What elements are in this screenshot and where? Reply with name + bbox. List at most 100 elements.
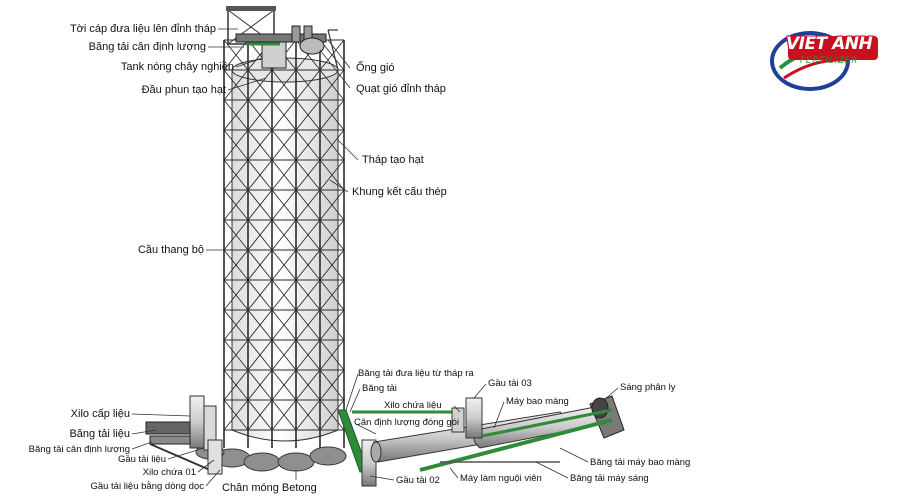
label-stairway: Cầu thang bộ (137, 244, 204, 256)
frame-member (247, 279, 273, 311)
frame-member (247, 129, 273, 161)
frame-member (223, 69, 249, 101)
frame-member (319, 339, 345, 371)
frame-member (295, 219, 321, 251)
frame-member (271, 279, 297, 311)
label-concrete-footing: Chân móng Betong (222, 482, 317, 494)
frame-member (223, 189, 249, 221)
frame-member (295, 129, 321, 161)
label-conveyor: Băng tải (362, 383, 397, 394)
frame-member (271, 129, 297, 161)
top-fan (299, 37, 325, 55)
frame-member (295, 399, 321, 431)
frame-member (271, 69, 297, 101)
logo-tagline: FERTILIZER (800, 56, 859, 66)
label-melt-tank: Tank nóng chảy nghiền (120, 61, 234, 73)
frame-member (271, 309, 297, 341)
label-coating-conveyor: Băng tải máy bao màng (590, 457, 691, 468)
frame-member (295, 279, 321, 311)
label-vertical-bucket-elevator: Gầu tải liệu bằng dòng dọc (90, 481, 204, 492)
frame-member (223, 159, 249, 191)
label-coating-machine: Máy bao màng (506, 396, 569, 407)
viet-anh-logo: VIET ANH FERTILIZER (766, 28, 882, 94)
label-hoist: Tời cáp đưa liệu lên đỉnh tháp (69, 23, 216, 35)
label-steel-frame: Khung kết cấu thép (352, 186, 447, 198)
label-feed-silo: Xilo cấp liệu (70, 408, 130, 420)
frame-member (223, 39, 249, 71)
frame-member (319, 369, 345, 401)
frame-member (295, 99, 321, 131)
frame-member (271, 399, 297, 431)
frame-member (223, 219, 249, 251)
frame-member (319, 279, 345, 311)
frame-member (247, 309, 273, 341)
feed-silo (189, 395, 205, 449)
frame-member (319, 309, 345, 341)
frame-member (271, 219, 297, 251)
frame-member (295, 159, 321, 191)
tower-top-equipment (226, 6, 339, 71)
label-bucket-elevator: Gầu tải liệu (117, 454, 166, 465)
frame-member (223, 309, 249, 341)
frame-member (271, 369, 297, 401)
frame-member (295, 309, 321, 341)
frame-member (223, 129, 249, 161)
label-granulation-tower: Tháp tạo hạt (362, 154, 424, 166)
label-cooling-machine: Máy làm nguội viên (460, 473, 542, 484)
frame-member (247, 249, 273, 281)
frame-member (271, 339, 297, 371)
label-packing-scale: Cân định lượng đóng gói (354, 417, 460, 428)
frame-member (319, 249, 345, 281)
frame-member (319, 399, 345, 431)
label-material-conveyor: Băng tải liệu (69, 428, 130, 440)
bucket-elevator-03 (465, 397, 483, 439)
frame-member (319, 129, 345, 161)
frame-member (271, 249, 297, 281)
frame-member (223, 339, 249, 371)
frame-member (319, 219, 345, 251)
frame-member (295, 339, 321, 371)
frame-member (319, 159, 345, 191)
label-weigh-conveyor-top: Băng tải cân định lượng (88, 41, 206, 53)
label-bucket-elevator-03: Gầu tải 03 (488, 378, 532, 389)
frame-member (271, 99, 297, 131)
label-air-duct: Ống gió (356, 62, 395, 74)
frame-member (223, 99, 249, 131)
frame-member (247, 219, 273, 251)
label-weigh-conveyor-bottom: Băng tải cân định lượng (28, 444, 130, 455)
frame-member (247, 369, 273, 401)
frame-member (247, 99, 273, 131)
storage-silo (451, 407, 465, 433)
label-top-fan: Quạt gió đỉnh tháp (356, 83, 446, 95)
frame-member (295, 249, 321, 281)
frame-member (319, 39, 345, 71)
logo-name: VIET ANH (786, 34, 873, 54)
frame-member (319, 189, 345, 221)
logo-emblem-icon (770, 31, 878, 91)
frame-member (247, 69, 273, 101)
label-screen-conveyor: Băng tải máy sáng (570, 473, 649, 484)
frame-member (295, 189, 321, 221)
frame-member (247, 159, 273, 191)
frame-member (295, 369, 321, 401)
frame-member (271, 189, 297, 221)
left-feed-equipment (145, 395, 223, 475)
frame-member (247, 339, 273, 371)
label-spray-head: Đầu phun tạo hạt (141, 84, 226, 96)
frame-member (223, 249, 249, 281)
coating-and-screening (419, 395, 625, 472)
frame-member (271, 159, 297, 191)
label-outlet-conveyor: Băng tải đưa liệu từ tháp ra (358, 368, 474, 379)
leader-lines (131, 28, 619, 487)
label-silo-01: Xilo chứa 01 (142, 467, 196, 478)
label-bucket-elevator-02: Gầu tải 02 (396, 475, 440, 486)
frame-member (223, 279, 249, 311)
frame-member (247, 189, 273, 221)
frame-member (223, 399, 249, 431)
frame-member (247, 399, 273, 431)
frame-member (295, 69, 321, 101)
melt-tank (261, 41, 287, 69)
label-storage-silo: Xilo chứa liệu (384, 400, 442, 411)
frame-member (223, 369, 249, 401)
